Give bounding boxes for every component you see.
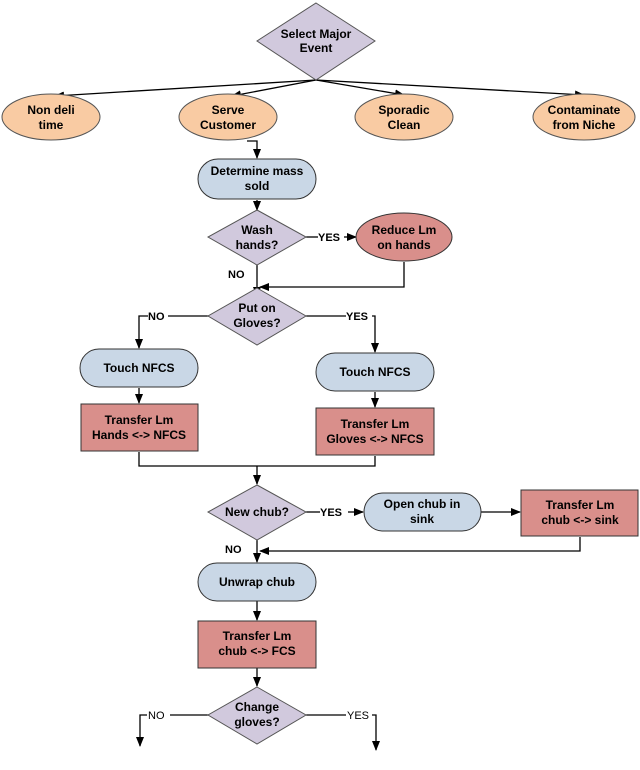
node-label: on hands — [377, 238, 431, 252]
edge-label-change-yes: YES — [347, 710, 369, 722]
node-label: Transfer Lm — [105, 413, 174, 427]
node-open-chub-in-sink[interactable]: Open chub in sink — [363, 492, 482, 532]
node-put-on-gloves[interactable]: Put on Gloves? — [207, 287, 307, 346]
node-label: Sporadic — [378, 103, 430, 117]
node-touch-nfcs-right[interactable]: Touch NFCS — [315, 352, 435, 392]
node-label: Change — [235, 700, 279, 714]
edge-label-wash-yes: YES — [318, 232, 340, 244]
node-label: Touch NFCS — [103, 361, 174, 375]
edge-change-no-b — [136, 714, 147, 747]
edge-select-to-nondeli — [54, 79, 317, 100]
edge-gloves-yes-b — [371, 315, 379, 353]
node-determine-mass-sold[interactable]: Determine mass sold — [197, 158, 317, 200]
node-label: Event — [300, 41, 333, 55]
node-label: Wash — [241, 223, 273, 237]
node-label: Unwrap chub — [219, 575, 295, 589]
node-new-chub[interactable]: New chub? — [206, 484, 308, 541]
edge-select-to-sporadic — [315, 79, 405, 98]
node-label: Contaminate — [548, 103, 621, 117]
node-label: Transfer Lm — [341, 417, 410, 431]
node-change-gloves[interactable]: Change gloves? — [207, 686, 307, 745]
node-reduce-lm-on-hands[interactable]: Reduce Lm on hands — [355, 212, 453, 262]
node-label: sold — [245, 179, 270, 193]
node-label: Open chub in — [384, 497, 461, 511]
edge-label-wash-no: NO — [228, 269, 245, 281]
node-label: Customer — [200, 118, 256, 132]
node-label: sink — [410, 512, 434, 526]
edge-transfer-sink-merge — [259, 537, 581, 555]
node-select-major-event[interactable]: Select Major Event — [256, 2, 376, 81]
node-contaminate-from-niche[interactable]: Contaminate from Niche — [532, 93, 636, 141]
node-wash-hands[interactable]: Wash hands? — [206, 209, 308, 266]
node-label: time — [39, 118, 64, 132]
node-label: Transfer Lm — [546, 498, 615, 512]
node-label: Gloves? — [233, 316, 280, 330]
node-label: hands? — [236, 238, 279, 252]
node-label: Serve — [212, 103, 245, 117]
node-transfer-gloves-nfcs[interactable]: Transfer Lm Gloves <-> NFCS — [315, 407, 435, 456]
node-transfer-chub-sink[interactable]: Transfer Lm chub <-> sink — [520, 489, 639, 537]
node-label: Put on — [238, 301, 275, 315]
edge-label-chub-yes: YES — [320, 507, 342, 519]
node-sporadic-clean[interactable]: Sporadic Clean — [354, 93, 454, 141]
node-label: Gloves <-> NFCS — [326, 432, 423, 446]
node-label: Select Major — [281, 27, 352, 41]
node-label: Transfer Lm — [223, 629, 292, 643]
edge-change-yes-b — [372, 714, 380, 751]
node-label: from Niche — [553, 118, 616, 132]
node-label: Non deli — [27, 103, 74, 117]
node-label: Clean — [388, 118, 421, 132]
node-transfer-chub-fcs[interactable]: Transfer Lm chub <-> FCS — [197, 620, 317, 669]
edge-select-to-contaminate — [315, 79, 585, 99]
node-unwrap-chub[interactable]: Unwrap chub — [197, 562, 317, 602]
edge-label-gloves-yes: YES — [346, 311, 368, 323]
node-label: chub <-> FCS — [218, 644, 295, 658]
node-label: chub <-> sink — [541, 513, 619, 527]
node-transfer-hands-nfcs[interactable]: Transfer Lm Hands <-> NFCS — [80, 403, 199, 452]
edge-serve-to-determine — [247, 140, 261, 159]
edges — [54, 79, 585, 751]
node-serve-customer[interactable]: Serve Customer — [178, 93, 278, 141]
node-label: New chub? — [225, 505, 289, 519]
node-label: Hands <-> NFCS — [92, 428, 186, 442]
node-label: gloves? — [234, 715, 279, 729]
edge-gloves-no-b — [135, 315, 148, 349]
edge-label-change-no: NO — [148, 710, 165, 722]
edge-select-to-serve — [231, 79, 317, 99]
edge-reduce-merge — [259, 262, 405, 291]
node-non-deli-time[interactable]: Non deli time — [1, 93, 101, 141]
node-label: Touch NFCS — [339, 365, 410, 379]
node-label: Reduce Lm — [372, 223, 437, 237]
edge-label-chub-no: NO — [225, 544, 242, 556]
node-touch-nfcs-left[interactable]: Touch NFCS — [79, 348, 199, 388]
node-label: Determine mass — [211, 164, 304, 178]
edge-label-gloves-no: NO — [148, 311, 165, 323]
